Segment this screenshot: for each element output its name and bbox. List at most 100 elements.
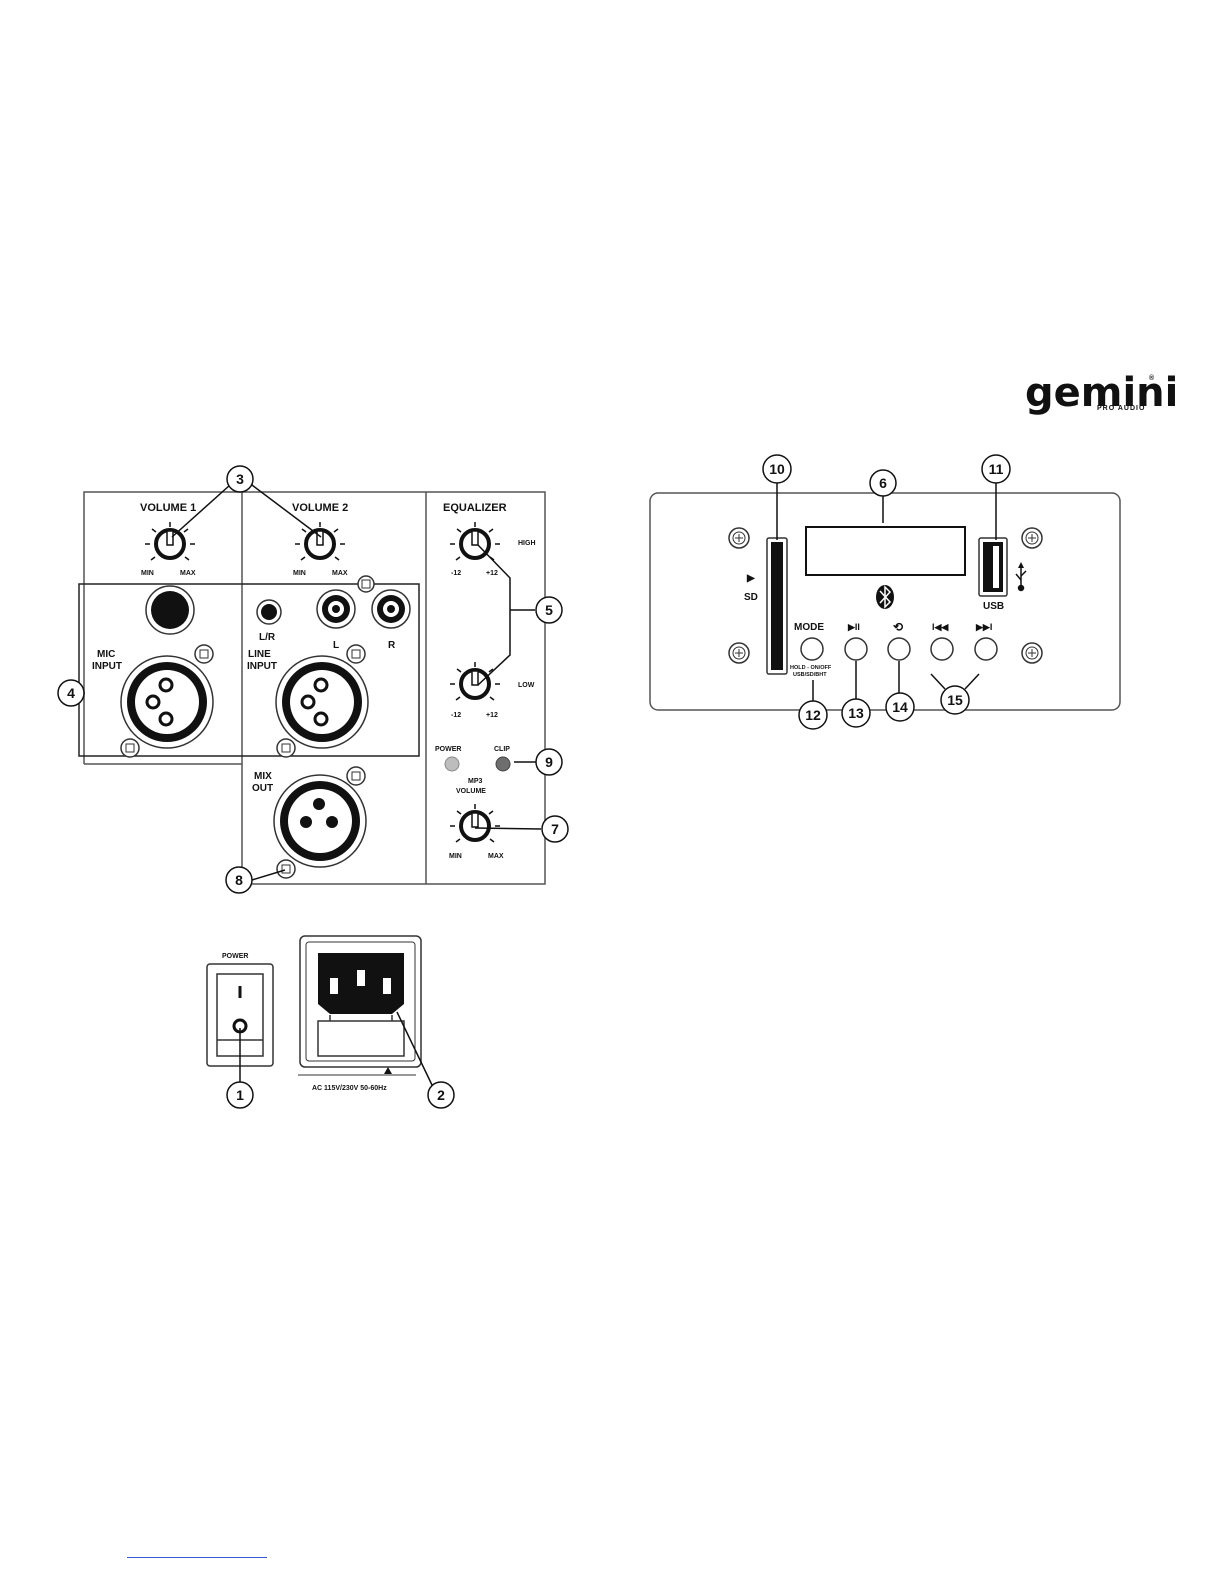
eq-high-label: HIGH xyxy=(518,540,536,547)
footer-link-underline[interactable] xyxy=(127,1557,267,1558)
callout-14-number: 14 xyxy=(892,699,908,715)
mp3-volume-min-label: MIN xyxy=(449,853,462,860)
callout-3-number: 3 xyxy=(236,471,244,487)
callout-1: 1 xyxy=(227,1082,253,1108)
rca-left-label: L xyxy=(333,640,339,651)
callout-7-number: 7 xyxy=(551,821,559,837)
callout-9: 9 xyxy=(536,749,562,775)
line-input-label-line1: LINE xyxy=(248,649,271,660)
mp3-volume-label-line1: MP3 xyxy=(468,778,483,785)
power-led xyxy=(445,757,459,771)
callout-1-number: 1 xyxy=(236,1087,244,1103)
previous-track-icon: I◀◀ xyxy=(932,622,949,632)
power-switch-label: POWER xyxy=(222,953,248,960)
brand-logo: gemini ® PRO AUDIO xyxy=(1025,370,1178,416)
callout-12-number: 12 xyxy=(805,707,821,723)
repeat-button[interactable] xyxy=(888,638,910,660)
volume2-max-label: MAX xyxy=(332,570,348,577)
callout-13-number: 13 xyxy=(848,705,864,721)
mix-out-label-line2: OUT xyxy=(252,783,273,794)
callout-12: 12 xyxy=(799,701,827,729)
mic-quarter-inch-jack[interactable] xyxy=(146,586,194,634)
sd-label: SD xyxy=(744,592,758,603)
volume1-label: VOLUME 1 xyxy=(140,502,196,514)
callout-11-number: 11 xyxy=(989,461,1004,477)
callout-8: 8 xyxy=(226,867,252,893)
callout-11: 11 xyxy=(982,455,1010,483)
mix-out-xlr-jack[interactable] xyxy=(274,767,366,878)
mode-button-label: MODE xyxy=(794,622,824,633)
callout-10: 10 xyxy=(763,455,791,483)
rca-right-label: R xyxy=(388,640,396,651)
rca-left-jack[interactable] xyxy=(317,590,355,628)
clip-led xyxy=(496,757,510,771)
callout-5: 5 xyxy=(536,597,562,623)
mp3-volume-label-line2: VOLUME xyxy=(456,788,486,795)
brand-registered-mark: ® xyxy=(1149,374,1155,382)
sd-card-slot[interactable] xyxy=(767,538,787,674)
callout-3: 3 xyxy=(227,466,253,492)
volume2-min-label: MIN xyxy=(293,570,306,577)
usb-label: USB xyxy=(983,601,1004,612)
eq-high-min-label: -12 xyxy=(451,570,461,577)
mode-button[interactable] xyxy=(801,638,823,660)
mp3-panel: ▶ SD USB MODE HOLD - ON/OFF USB/SD/BHT ▶… xyxy=(650,493,1120,710)
eq-low-label: LOW xyxy=(518,682,535,689)
volume1-knob[interactable] xyxy=(145,522,195,560)
previous-track-button[interactable] xyxy=(931,638,953,660)
callout-5-number: 5 xyxy=(545,602,553,618)
mode-hint-line2: USB/SD/BHT xyxy=(793,672,827,678)
mix-out-label-line1: MIX xyxy=(254,771,272,782)
line-xlr-jack[interactable] xyxy=(276,645,368,757)
next-track-button[interactable] xyxy=(975,638,997,660)
mic-xlr-jack[interactable] xyxy=(121,645,213,757)
ac-arrow-icon xyxy=(384,1067,392,1074)
rca-screw-icon xyxy=(358,576,374,592)
bluetooth-icon xyxy=(876,585,894,609)
eq-low-max-label: +12 xyxy=(486,712,498,719)
power-led-label: POWER xyxy=(435,746,461,753)
eq-low-knob[interactable] xyxy=(450,662,500,700)
callout-14: 14 xyxy=(886,693,914,721)
callout-2: 2 xyxy=(428,1082,454,1108)
lcd-display xyxy=(806,527,965,575)
callout-6-number: 6 xyxy=(879,475,887,491)
volume1-min-label: MIN xyxy=(141,570,154,577)
lr-label: L/R xyxy=(259,632,276,643)
mic-input-label-line1: MIC xyxy=(97,649,115,660)
clip-led-label: CLIP xyxy=(494,746,510,753)
play-pause-icon: ▶II xyxy=(847,622,860,632)
callout-6: 6 xyxy=(870,470,896,496)
brand-subtitle: PRO AUDIO xyxy=(1097,405,1145,412)
iec-power-socket[interactable] xyxy=(300,936,421,1067)
callout-15-number: 15 xyxy=(947,692,963,708)
rca-right-jack[interactable] xyxy=(372,590,410,628)
callout-10-number: 10 xyxy=(769,461,785,477)
callout-4: 4 xyxy=(58,680,84,706)
eq-high-knob[interactable] xyxy=(450,522,500,560)
callout-8-number: 8 xyxy=(235,872,243,888)
callout-7: 7 xyxy=(542,816,568,842)
volume2-knob[interactable] xyxy=(295,522,345,560)
callout-9-number: 9 xyxy=(545,754,553,770)
next-track-icon: ▶▶I xyxy=(975,622,992,632)
mic-input-label-line2: INPUT xyxy=(92,661,122,672)
callout-2-number: 2 xyxy=(437,1087,445,1103)
lr-mini-jack[interactable] xyxy=(257,600,281,624)
sd-arrow-icon: ▶ xyxy=(746,573,756,584)
mp3-volume-knob[interactable] xyxy=(450,804,500,842)
equalizer-label: EQUALIZER xyxy=(443,502,507,514)
callout-13: 13 xyxy=(842,699,870,727)
play-pause-button[interactable] xyxy=(845,638,867,660)
mode-hint-line1: HOLD - ON/OFF xyxy=(790,665,832,671)
usb-port[interactable] xyxy=(979,538,1007,596)
volume2-label: VOLUME 2 xyxy=(292,502,348,514)
volume1-max-label: MAX xyxy=(180,570,196,577)
eq-low-min-label: -12 xyxy=(451,712,461,719)
repeat-icon: ⟲ xyxy=(893,620,904,634)
callout-4-number: 4 xyxy=(67,685,75,701)
eq-high-max-label: +12 xyxy=(486,570,498,577)
line-input-label-line2: INPUT xyxy=(247,661,277,672)
